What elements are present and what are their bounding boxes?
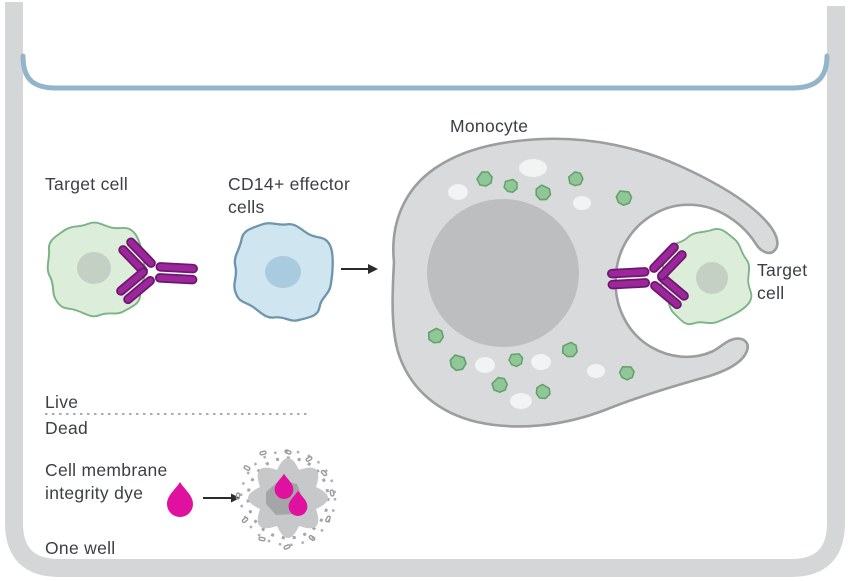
label-one-well: One well [45, 538, 116, 558]
engulfed-target-cell [649, 220, 762, 335]
dye-drop-icon [167, 482, 193, 517]
label-target-right-2: cell [757, 283, 784, 303]
label-dye-line1: Cell membrane [45, 460, 168, 480]
label-monocyte: Monocyte [450, 116, 528, 136]
vesicle [448, 184, 468, 200]
label-target-cell-left: Target cell [45, 174, 128, 194]
meniscus-line [20, 53, 830, 91]
target-cell-nucleus [77, 252, 111, 284]
vesicle [573, 196, 591, 210]
effector-cell [221, 211, 345, 332]
label-live: Live [45, 392, 78, 412]
label-dye-line2: integrity dye [45, 483, 143, 503]
vesicle [587, 364, 605, 378]
engulfed-cell-nucleus [696, 262, 728, 294]
vesicle [475, 357, 495, 373]
dead-cell-debris-ring [239, 449, 337, 547]
dead-cell [235, 449, 337, 550]
label-target-right-1: Target [757, 260, 807, 280]
dead-cell-debris [235, 449, 335, 550]
monocyte-nucleus [427, 199, 579, 347]
target-cell-left [46, 221, 147, 318]
dye-arrow-icon [203, 493, 240, 503]
monocyte-vesicles [448, 159, 605, 409]
label-cd14-line2: cells [228, 197, 265, 217]
vesicle [510, 393, 532, 409]
effector-cell-nucleus [265, 256, 301, 288]
vesicle [519, 159, 547, 177]
vesicle [531, 354, 551, 370]
well-wall [5, 2, 845, 577]
label-dead: Dead [45, 418, 88, 438]
label-cd14-line1: CD14+ effector [228, 174, 350, 194]
flow-arrow-icon [341, 264, 378, 274]
